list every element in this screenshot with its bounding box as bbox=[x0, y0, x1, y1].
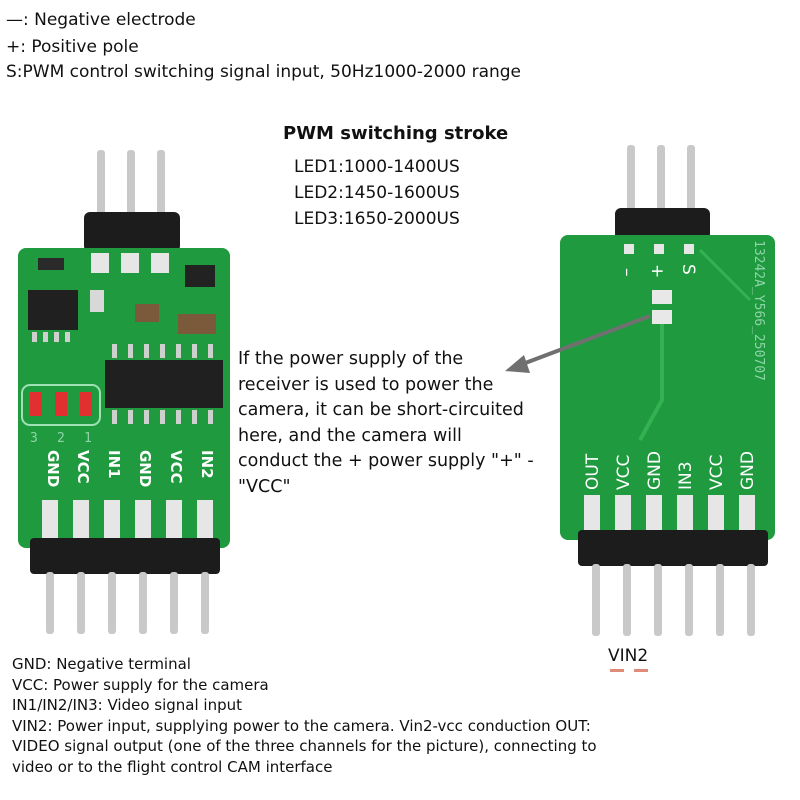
left-resistor bbox=[90, 290, 104, 312]
note-line: camera, it can be short-circuited bbox=[238, 400, 524, 420]
left-top-header bbox=[84, 212, 180, 252]
right-top-header bbox=[615, 208, 710, 240]
pin-description: VIN2: Power input, supplying power to th… bbox=[12, 716, 591, 735]
pin-description: VIDEO signal output (one of the three ch… bbox=[12, 737, 597, 755]
note-line: If the power supply of the bbox=[238, 349, 464, 369]
vin2-label: VIN2 bbox=[608, 646, 649, 666]
legend-negative: —: Negative electrode bbox=[6, 10, 196, 30]
left-capacitor-1 bbox=[135, 304, 159, 322]
note-arrow bbox=[505, 314, 651, 373]
led-number-2: 2 bbox=[57, 431, 65, 446]
short-circuit-note: If the power supply of the receiver is u… bbox=[238, 347, 534, 500]
left-top-pin-3 bbox=[157, 150, 165, 220]
left-label-gnd-1: GND bbox=[44, 450, 62, 487]
led-3 bbox=[30, 392, 42, 416]
legend-positive: +: Positive pole bbox=[6, 37, 139, 57]
legend-signal: S:PWM control switching signal input, 50… bbox=[6, 62, 522, 82]
short-pad-bottom bbox=[652, 310, 672, 324]
right-label-plus: + bbox=[647, 264, 667, 278]
pin-description: VCC: Power supply for the camera bbox=[12, 675, 269, 694]
right-label-out: OUT bbox=[583, 453, 603, 490]
left-pad-3 bbox=[149, 251, 171, 275]
led-number-1: 1 bbox=[84, 431, 92, 446]
right-label-gnd-2: GND bbox=[738, 451, 758, 490]
led-1 bbox=[80, 392, 92, 416]
pin-description: GND: Negative terminal bbox=[12, 655, 191, 673]
stroke-led1: LED1:1000-1400US bbox=[294, 157, 460, 177]
right-label-s: S bbox=[678, 264, 698, 275]
left-label-in2: IN2 bbox=[198, 450, 216, 479]
pin-descriptions: GND: Negative terminal VCC: Power supply… bbox=[12, 654, 597, 777]
note-line: conduct the + power supply "+" - bbox=[238, 451, 534, 471]
left-label-vcc-1: VCC bbox=[74, 450, 92, 484]
vin2-underline bbox=[634, 669, 648, 672]
stroke-led2: LED2:1450-1600US bbox=[294, 183, 460, 203]
stroke-led3: LED3:1650-2000US bbox=[294, 209, 460, 229]
right-pcb bbox=[560, 235, 775, 540]
right-label-minus: – bbox=[617, 268, 637, 277]
left-top-pin-2 bbox=[127, 150, 135, 220]
right-label-vcc-1: VCC bbox=[614, 455, 634, 490]
left-capacitor-2 bbox=[178, 314, 216, 334]
left-bottom-header bbox=[30, 538, 220, 574]
note-line: "VCC" bbox=[238, 476, 291, 497]
right-bottom-header bbox=[578, 530, 768, 566]
right-label-gnd-1: GND bbox=[645, 451, 665, 490]
left-label-gnd-2: GND bbox=[136, 450, 154, 487]
left-ic-small bbox=[28, 290, 78, 330]
left-smd-top bbox=[38, 258, 64, 270]
stroke-title: PWM switching stroke bbox=[283, 123, 509, 144]
left-board: 3 2 1 GND VCC IN1 GND VCC IN2 bbox=[18, 150, 230, 634]
vin2-underline bbox=[610, 669, 624, 672]
right-label-in3: IN3 bbox=[676, 461, 696, 490]
right-silkscreen: 13242A_Y566_250707 bbox=[751, 240, 766, 381]
led-2 bbox=[55, 392, 67, 416]
left-label-in1: IN1 bbox=[105, 450, 123, 479]
left-pad-2 bbox=[119, 251, 141, 275]
left-pad-1 bbox=[89, 251, 111, 275]
note-line: here, and the camera will bbox=[238, 425, 462, 446]
note-line: receiver is used to power the bbox=[238, 374, 494, 395]
led-number-3: 3 bbox=[30, 431, 38, 446]
short-pad-top bbox=[652, 290, 672, 304]
pin-description: IN1/IN2/IN3: Video signal input bbox=[12, 696, 243, 714]
right-board: – + S 13242A_Y566_250707 OUT VCC GND IN3… bbox=[560, 145, 775, 636]
pin-description: video or to the flight control CAM inter… bbox=[12, 757, 333, 776]
left-transistor bbox=[185, 265, 215, 287]
left-top-pin-1 bbox=[97, 150, 105, 220]
left-ic-large bbox=[105, 360, 223, 408]
right-label-vcc-2: VCC bbox=[707, 455, 727, 490]
left-label-vcc-2: VCC bbox=[167, 450, 185, 484]
